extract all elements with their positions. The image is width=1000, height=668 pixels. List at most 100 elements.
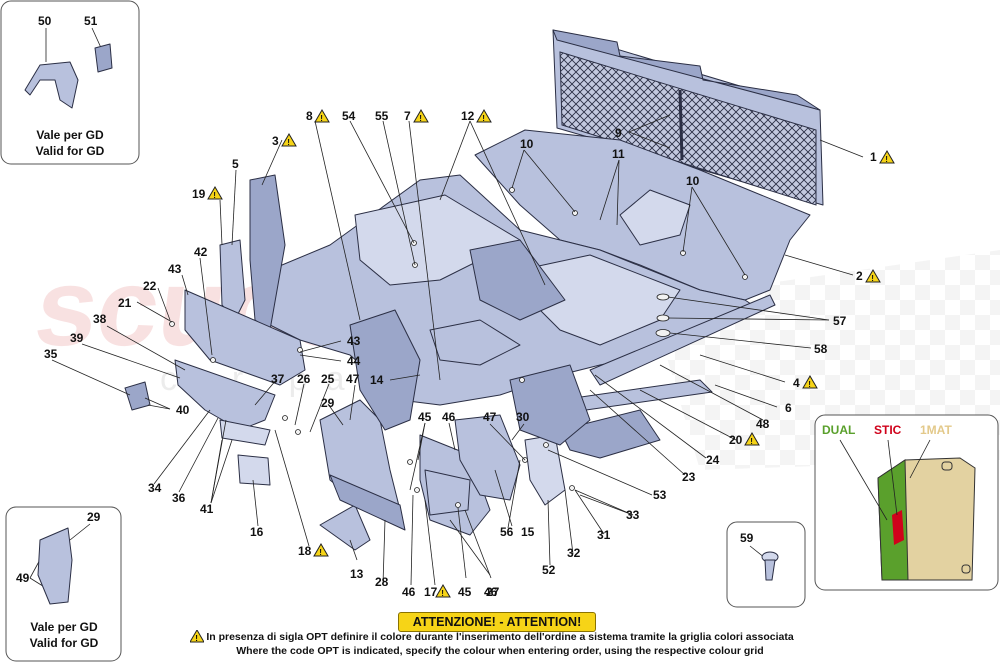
callout-4: 4	[793, 376, 800, 390]
callout-56: 56	[500, 525, 514, 539]
callout-5: 5	[232, 157, 239, 171]
callout-40: 40	[176, 403, 190, 417]
callout-20: 20	[729, 433, 743, 447]
warning-triangle-icon: !	[865, 269, 881, 283]
callout-29: 29	[321, 396, 335, 410]
warning-triangle-icon: !	[207, 186, 223, 200]
svg-text:!: !	[885, 155, 888, 164]
inset-bottom-left-line1: Vale per GD	[30, 620, 98, 634]
svg-text:!: !	[195, 634, 198, 643]
callout-53: 53	[653, 488, 667, 502]
callout-47a: 47	[346, 372, 360, 386]
inset-bottom-left-line2: Valid for GD	[30, 636, 99, 650]
callout-27: 27	[486, 585, 500, 599]
callout-41: 41	[200, 502, 214, 516]
callout-labels: 1 2 3 4 5 6 7 8 9 10 10 11 12 13 14 15 1…	[44, 109, 877, 599]
callout-9: 9	[615, 126, 622, 140]
legend-dual: DUAL	[822, 423, 855, 437]
callout-31: 31	[597, 528, 611, 542]
callout-22: 22	[143, 279, 157, 293]
callout-52: 52	[542, 563, 556, 577]
warning-triangle-icon: !	[476, 109, 492, 123]
callout-25: 25	[321, 372, 335, 386]
callout-34: 34	[148, 481, 162, 495]
callout-54: 54	[342, 109, 356, 123]
callout-47b: 47	[483, 410, 497, 424]
warning-triangle-icon: !	[413, 109, 429, 123]
svg-text:!: !	[319, 548, 322, 557]
callout-30: 30	[516, 410, 530, 424]
callout-28: 28	[375, 575, 389, 589]
svg-text:!: !	[419, 114, 422, 123]
callout-19: 19	[192, 187, 206, 201]
callout-32: 32	[567, 546, 581, 560]
callout-3: 3	[272, 134, 279, 148]
inset-clip-59: 59	[726, 521, 806, 608]
callout-43b: 43	[347, 334, 361, 348]
callout-49: 49	[16, 571, 30, 585]
callout-8: 8	[306, 109, 313, 123]
callout-14: 14	[370, 373, 384, 387]
warning-triangle-icons: ! ! ! ! ! ! ! ! ! ! !	[207, 109, 895, 598]
callout-2: 2	[856, 269, 863, 283]
callout-36: 36	[172, 491, 186, 505]
callout-21: 21	[118, 296, 132, 310]
callout-13: 13	[350, 567, 364, 581]
svg-text:!: !	[320, 114, 323, 123]
callout-10b: 10	[686, 174, 700, 188]
callout-39: 39	[70, 331, 84, 345]
callout-35: 35	[44, 347, 58, 361]
callout-24: 24	[706, 453, 720, 467]
callout-33: 33	[626, 508, 640, 522]
warning-triangle-icon: !	[281, 133, 297, 147]
callout-46b: 46	[402, 585, 416, 599]
warning-triangle-icon: !	[189, 629, 205, 648]
callout-7: 7	[404, 109, 411, 123]
callout-15: 15	[521, 525, 535, 539]
attention-banner: ATTENZIONE! - ATTENTION!	[398, 612, 596, 632]
leader-lines	[51, 114, 864, 586]
callout-55: 55	[375, 109, 389, 123]
warning-triangle-icon: !	[879, 150, 895, 164]
fasteners	[169, 187, 748, 508]
inset-bottom-left: 29 49 Vale per GD Valid for GD	[5, 506, 122, 662]
callout-10a: 10	[520, 137, 534, 151]
callout-26: 26	[297, 372, 311, 386]
right-sill-strips	[559, 294, 776, 459]
inset-top-left-line2: Valid for GD	[36, 144, 105, 158]
callout-6: 6	[785, 401, 792, 415]
warning-triangle-icon: !	[802, 375, 818, 389]
callout-46a: 46	[442, 410, 456, 424]
callout-23: 23	[682, 470, 696, 484]
legend-1mat: 1MAT	[920, 423, 952, 437]
warning-triangle-icon: !	[744, 432, 760, 446]
callout-12: 12	[461, 109, 475, 123]
callout-43a: 43	[168, 262, 182, 276]
svg-text:!: !	[441, 589, 444, 598]
callout-37: 37	[271, 372, 285, 386]
callout-50: 50	[38, 14, 52, 28]
callout-18: 18	[298, 544, 312, 558]
inset-top-left-line1: Vale per GD	[36, 128, 104, 142]
svg-text:!: !	[871, 274, 874, 283]
callout-57: 57	[833, 314, 847, 328]
svg-text:!: !	[213, 191, 216, 200]
callout-16: 16	[250, 525, 264, 539]
callout-44: 44	[347, 354, 361, 368]
rear-partition-net	[552, 29, 824, 206]
callout-45a: 45	[418, 410, 432, 424]
notice-text-english: Where the code OPT is indicated, specify…	[236, 645, 764, 657]
warning-triangle-icon: !	[313, 543, 329, 557]
warning-triangle-icon: !	[314, 109, 330, 123]
warning-triangle-icon: !	[435, 584, 451, 598]
callout-48: 48	[756, 417, 770, 431]
loose-floor-pieces	[319, 469, 471, 551]
svg-text:!: !	[482, 114, 485, 123]
svg-text:!: !	[808, 380, 811, 389]
callout-42: 42	[194, 245, 208, 259]
svg-text:!: !	[750, 437, 753, 446]
callout-45b: 45	[458, 585, 472, 599]
notice-text-italian: In presenza di sigla OPT definire il col…	[206, 631, 794, 643]
